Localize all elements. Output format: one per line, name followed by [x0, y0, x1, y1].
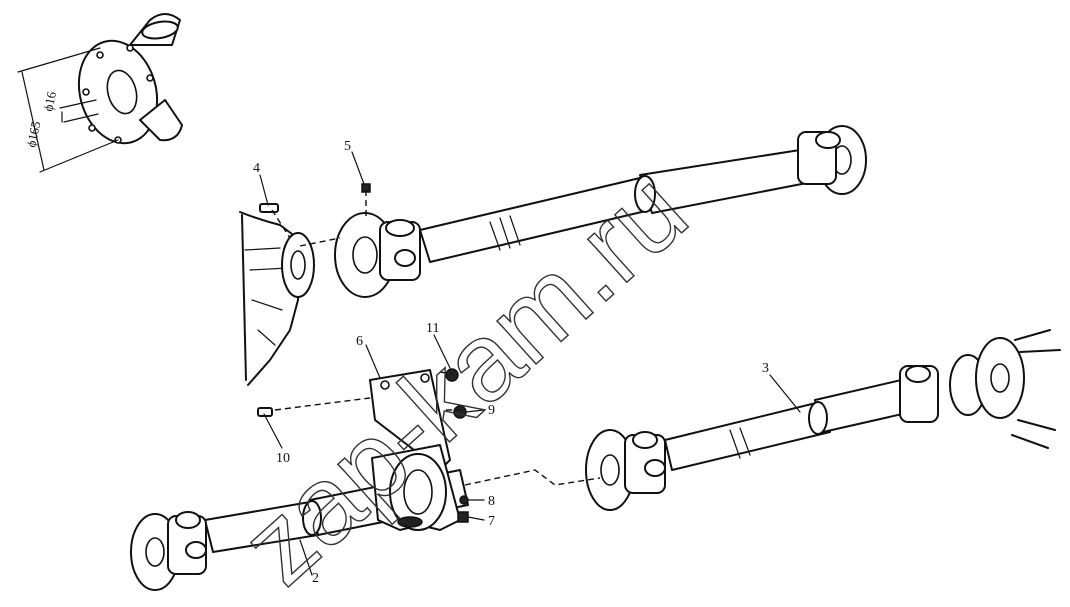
rear-driveshaft — [585, 329, 1061, 511]
support-bearing-bracket — [369, 369, 461, 531]
upper-driveshaft — [334, 125, 867, 298]
callout-10: 10 — [276, 451, 290, 466]
flange-yoke-inset — [77, 13, 183, 145]
callout-5: 5 — [344, 139, 351, 154]
callout-8: 8 — [488, 494, 495, 509]
fasteners — [257, 183, 469, 523]
callout-3: 3 — [762, 361, 769, 376]
assembly-lines — [271, 190, 601, 486]
dimension-outer-diameter: ϕ165 — [23, 120, 43, 149]
watermark: zap-kam.ru — [219, 148, 710, 607]
dimension-lines — [17, 47, 119, 173]
gearbox-housing — [239, 211, 315, 386]
callout-4: 4 — [253, 161, 260, 176]
leader-lines — [259, 151, 801, 576]
callout-11: 11 — [426, 321, 439, 336]
callout-9: 9 — [488, 403, 495, 418]
callout-2: 2 — [312, 571, 319, 586]
callout-7: 7 — [488, 514, 495, 529]
dimension-bolt-diameter: ϕ16 — [40, 90, 59, 113]
callout-6: 6 — [356, 334, 363, 349]
